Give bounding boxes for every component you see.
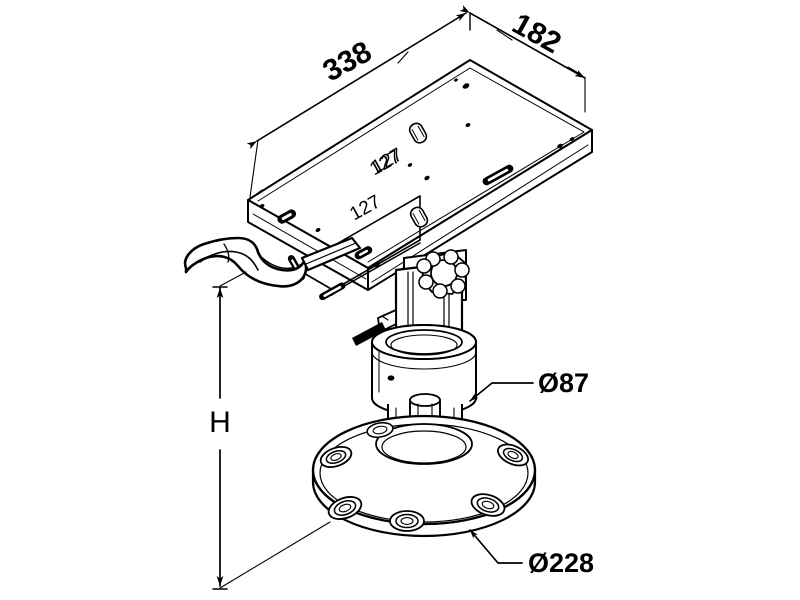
top-mounting-plate: 127 127 127: [247, 59, 593, 303]
leader-diameter-228: Ø228: [469, 529, 594, 578]
plate-slot-holes: [277, 122, 514, 301]
base-flange: [311, 414, 537, 538]
dim-label-height-H: H: [209, 406, 231, 439]
dim-label-diameter-87: Ø87: [538, 368, 589, 398]
dim-label-338: 338: [318, 35, 378, 88]
column-locking-lever: [352, 309, 397, 346]
dim-label-182: 182: [507, 7, 567, 60]
base-mounting-holes: [319, 421, 529, 532]
leader-diameter-87: Ø87: [469, 368, 589, 402]
dimension-height-H: H: [209, 271, 331, 590]
dim-label-diameter-228: Ø228: [528, 548, 594, 578]
upper-clamp-knob: [416, 249, 470, 299]
release-handle: [183, 236, 362, 288]
